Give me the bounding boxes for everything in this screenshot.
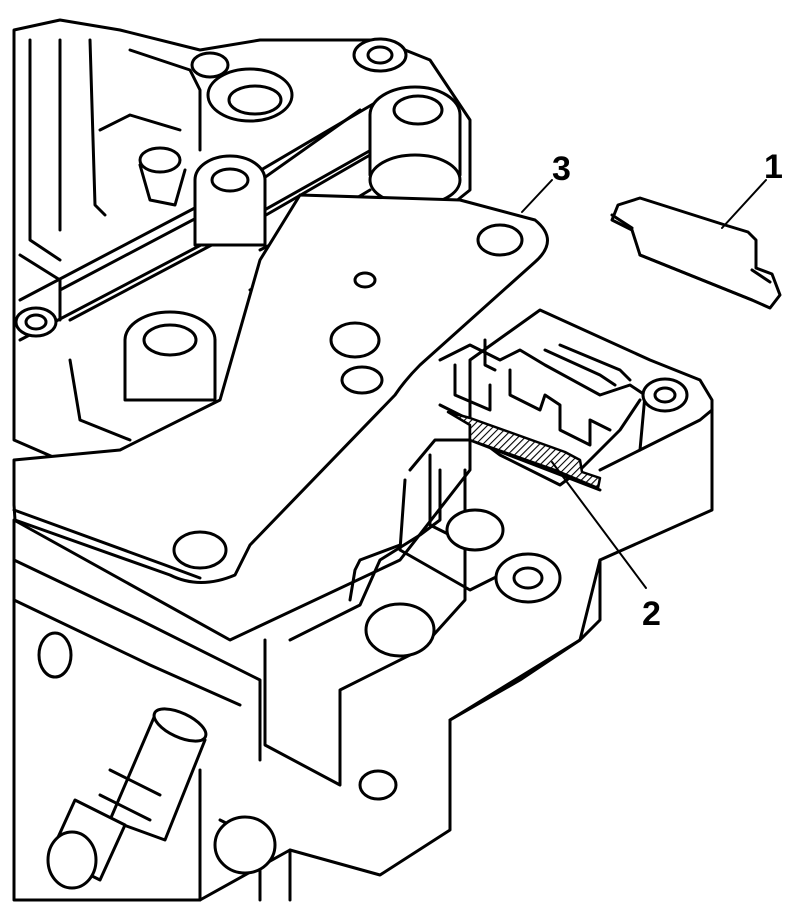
gasket-hole-small: [353, 271, 377, 289]
leader-line-2: [551, 461, 647, 589]
clip-part-1: [610, 196, 782, 310]
leader-lines: [521, 179, 767, 589]
leader-line-3: [521, 179, 553, 213]
gasket-hole-top: [476, 223, 524, 257]
gasket-hole-bottom: [172, 530, 228, 570]
leader-line-1: [721, 179, 767, 229]
upper-housing: [12, 18, 472, 462]
callout-label-1: 1: [764, 148, 783, 186]
gasket-part-3: [12, 193, 549, 584]
callout-label-2: 2: [642, 595, 661, 633]
callout-label-3: 3: [552, 150, 571, 188]
gasket-hole-mid: [329, 321, 381, 359]
gasket-hole-low: [340, 365, 384, 395]
seal-part-2: [438, 403, 602, 492]
